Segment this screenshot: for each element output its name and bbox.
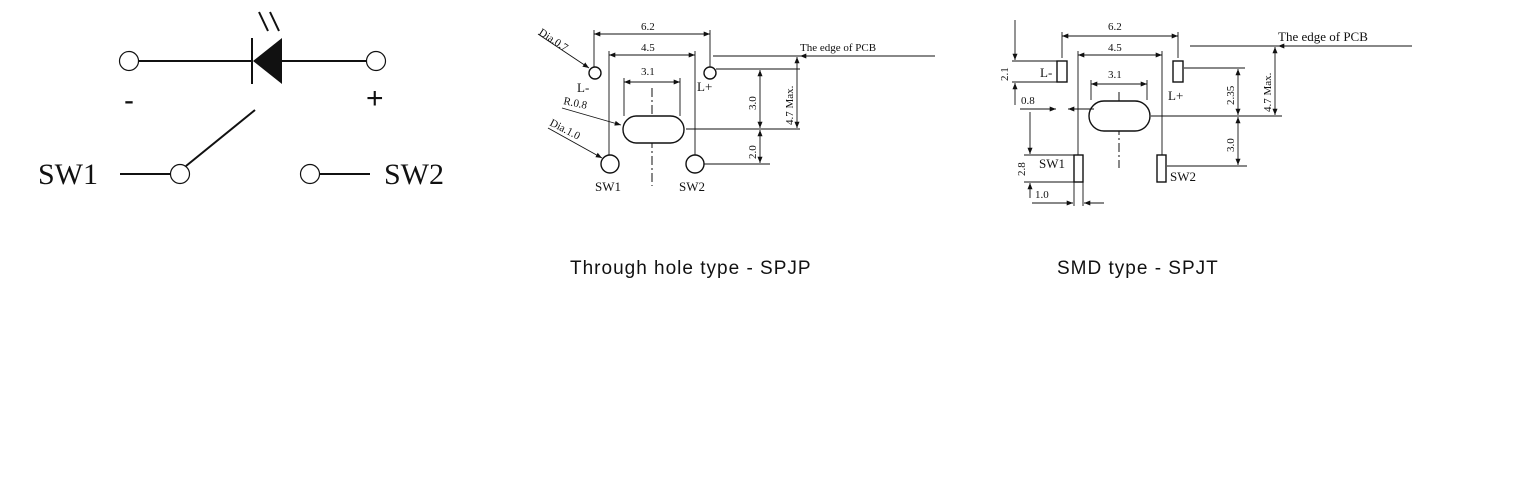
th-caption: Through hole type - SPJP — [570, 258, 812, 279]
th-dim-3-0: 3.0 — [747, 96, 759, 110]
smd-dim-2-1: 2.1 — [999, 67, 1011, 81]
smd-label-sw1: SW1 — [1039, 156, 1065, 171]
light-emission-mark — [258, 11, 269, 32]
th-hole-sw1 — [600, 154, 620, 174]
polarity-minus: - — [124, 84, 134, 117]
smd-dim-1-0: 1.0 — [1035, 189, 1049, 201]
smd-dim-3-1: 3.1 — [1108, 69, 1122, 81]
th-hole-sw2 — [685, 154, 705, 174]
th-dim-4-5: 4.5 — [641, 42, 655, 54]
through-hole-footprint: 6.2 4.5 3.1 Dia.0.7 R.0.8 Dia.1.0 L- L+ … — [536, 21, 935, 279]
led-triangle — [253, 38, 282, 84]
th-dim-2-0: 2.0 — [747, 145, 759, 159]
th-dim-6-2: 6.2 — [641, 21, 655, 33]
th-hole-l-plus — [703, 66, 717, 80]
terminal-plus-circle — [365, 50, 387, 72]
schematic-symbol: - + SW1 SW2 — [38, 11, 444, 191]
switch-lever — [185, 109, 256, 167]
th-r-0-8: R.0.8 — [562, 95, 588, 112]
smd-pad-l-minus — [1056, 60, 1068, 83]
th-label-l-minus: L- — [577, 80, 589, 95]
th-dia-0-7: Dia.0.7 — [536, 26, 570, 54]
th-slot — [622, 115, 685, 144]
switch-terminal-1 — [169, 163, 191, 185]
smd-dim-2-35: 2.35 — [1225, 85, 1237, 105]
smd-pad-sw2 — [1156, 154, 1167, 183]
smd-label-sw2: SW2 — [1170, 169, 1196, 184]
th-label-sw2: SW2 — [679, 179, 705, 194]
th-label-l-plus: L+ — [697, 79, 712, 94]
smd-pad-l-plus — [1172, 60, 1184, 83]
smd-dim-6-2: 6.2 — [1108, 21, 1122, 33]
schematic-sw1-label: SW1 — [38, 158, 98, 191]
polarity-plus: + — [366, 82, 384, 115]
smd-caption: SMD type - SPJT — [1057, 258, 1219, 279]
schematic-sw2-label: SW2 — [384, 158, 444, 191]
terminal-minus-circle — [118, 50, 140, 72]
th-hole-l-minus — [588, 66, 602, 80]
switch-terminal-2 — [299, 163, 321, 185]
smd-footprint: 6.2 4.5 3.1 L- L+ SW1 SW2 The edge of PC… — [999, 20, 1412, 279]
smd-dim-2-8: 2.8 — [1016, 162, 1028, 176]
smd-dim-4-7-max: 4.7 Max. — [1262, 72, 1274, 112]
smd-label-l-plus: L+ — [1168, 88, 1183, 103]
smd-label-l-minus: L- — [1040, 65, 1052, 80]
th-dim-4-7-max: 4.7 Max. — [784, 85, 796, 125]
smd-dim-4-5: 4.5 — [1108, 42, 1122, 54]
smd-dim-0-8: 0.8 — [1021, 95, 1035, 107]
smd-pcb-edge-label: The edge of PCB — [1278, 29, 1368, 44]
smd-dim-3-0: 3.0 — [1225, 138, 1237, 152]
smd-pad-sw1 — [1073, 154, 1084, 183]
th-label-sw1: SW1 — [595, 179, 621, 194]
th-dim-3-1: 3.1 — [641, 66, 655, 78]
th-pcb-edge-label: The edge of PCB — [800, 42, 876, 54]
th-dia-1-0: Dia.1.0 — [548, 117, 583, 143]
smd-slot — [1088, 100, 1151, 132]
